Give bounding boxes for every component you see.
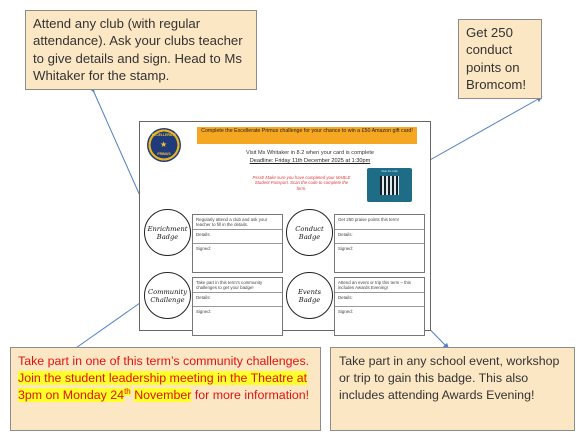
card-deadline: Deadline: Friday 11th December 2025 at 1… [249,158,371,164]
callout-community-text-2: for more information! [191,387,310,402]
badge-community: Community Challenge [144,272,191,319]
divider [193,243,282,244]
badge-events-label: Events Badge [297,287,322,304]
logo-text-bottom: PRIMUS [157,152,171,156]
details-label: Details: [338,295,353,300]
callout-community-highlight-sup: th [124,386,131,396]
signed-label: Signed: [338,309,353,314]
callout-conduct-text: Get 250 conduct points on Bromcom! [466,25,527,93]
card-banner: Complete the Excellerate Primus challeng… [197,127,417,144]
callout-events: Take part in any school event, workshop … [330,347,575,431]
qr-code-icon [380,176,399,195]
divider [193,229,282,230]
panel-community: Take part in this term's community chall… [192,277,283,336]
details-label: Details: [338,232,353,237]
panel-enrichment: Regularly attend a club and ask your tea… [192,214,283,273]
callout-events-text: Take part in any school event, workshop … [339,354,560,402]
callout-conduct: Get 250 conduct points on Bromcom! [458,19,542,99]
panel-community-desc: Take part in this term's community chall… [196,280,263,291]
divider [335,229,424,230]
divider [335,306,424,307]
star-icon: ★ [160,140,168,149]
qr-caption: Scan the code [381,170,398,173]
divider [335,292,424,293]
badge-enrichment: Enrichment Badge [144,209,191,256]
badge-conduct-label: Conduct Badge [295,224,324,241]
callout-community-text-1: Take part in one of this term’s communit… [18,354,310,368]
callout-community-highlight-b: November [134,387,192,402]
panel-events-desc: Attend an event or trip this term – this… [338,280,411,291]
panel-conduct-desc: Get 250 praise points this term! [338,217,400,222]
panel-conduct: Get 250 praise points this term! Details… [334,214,425,273]
signed-label: Signed: [196,246,211,251]
divider [335,243,424,244]
callout-club: Attend any club (with regular attendance… [25,10,257,90]
badge-enrichment-label: Enrichment Badge [147,224,188,241]
card-visit: Visit Ms Whitaker in 8.2 when your card … [246,150,374,156]
card-pssst-note: Pssst! Make sure you have completed your… [252,175,351,191]
qr-code-poster: Scan the code [367,168,412,202]
divider [193,292,282,293]
logo-text-top: EXCELLERATE [151,133,177,137]
panel-events: Attend an event or trip this term – this… [334,277,425,336]
divider [193,306,282,307]
details-label: Details: [196,295,211,300]
badge-conduct: Conduct Badge [286,209,333,256]
badge-events: Events Badge [286,272,333,319]
challenge-card: EXCELLERATE ★ PRIMUS Complete the Excell… [139,121,431,336]
details-label: Details: [196,232,211,237]
excellerate-logo: EXCELLERATE ★ PRIMUS [147,128,181,162]
signed-label: Signed: [196,309,211,314]
badge-community-label: Community Challenge [147,287,188,304]
signed-label: Signed: [338,246,353,251]
callout-club-text: Attend any club (with regular attendance… [33,16,243,84]
callout-community: Take part in one of this term’s communit… [10,347,321,431]
panel-enrichment-desc: Regularly attend a club and ask your tea… [196,217,268,228]
